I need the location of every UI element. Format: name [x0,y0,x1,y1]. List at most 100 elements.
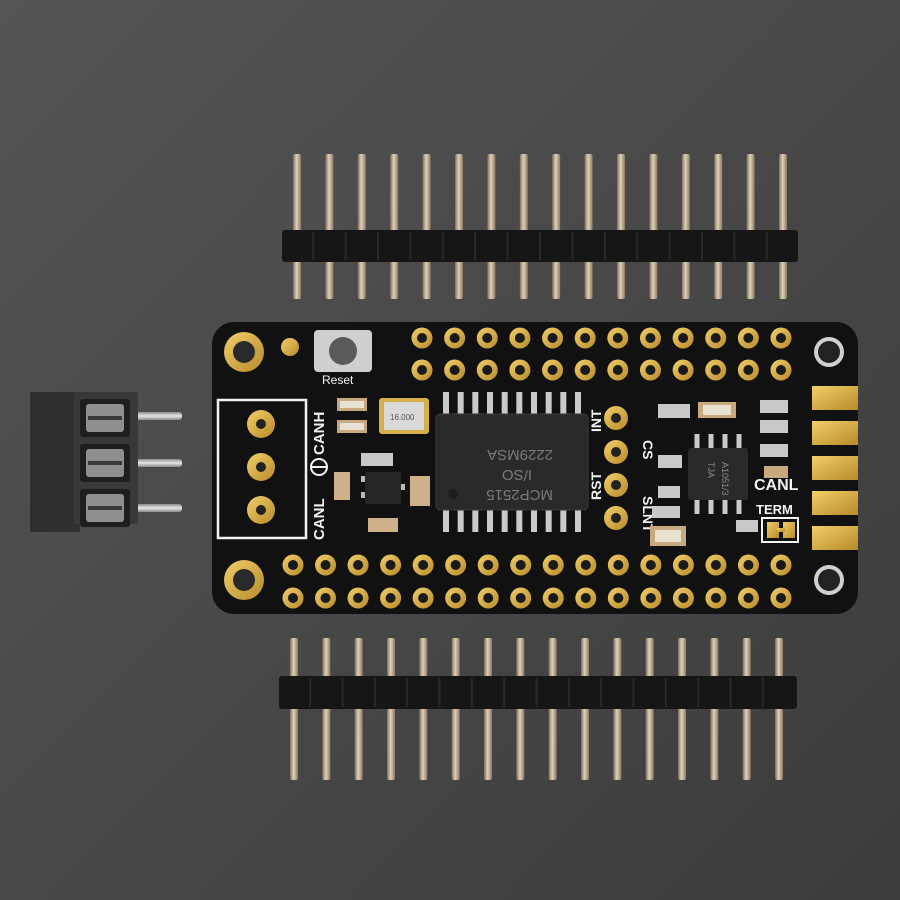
header-pin [779,154,787,299]
header-divider [668,232,671,260]
edge-pad [812,456,858,480]
header-pin [487,154,496,299]
pad-hole [547,365,558,375]
header-bottom [279,638,797,780]
header-divider [733,232,736,260]
terminal-shank-3 [124,504,182,512]
pad-hole [776,333,786,343]
header-divider [729,678,732,707]
mounting-hole-bottom-left [224,560,264,600]
header-top [282,154,798,299]
pad-hole [353,593,364,603]
mcp2515-line1: MCP2515 [486,486,553,503]
edge-connector-pads [812,386,858,550]
terminal-screw-1 [80,399,130,437]
small-regulator-chip [361,472,405,504]
pad-hole [288,560,298,570]
pad-hole [483,593,494,603]
pad-hole [743,365,754,375]
terminal-block [30,392,182,532]
pad-hole [613,560,624,570]
canl-right-label: CANL [754,477,799,494]
pad-hole [320,560,331,570]
header-divider [664,678,667,707]
passive-components-right [650,400,788,546]
header-pin [455,154,463,299]
header-pin [617,154,625,299]
pad-hole [353,560,364,570]
header-divider [309,678,312,707]
term-jumper-pad-right [783,522,795,538]
pad-hole [547,333,558,343]
pad-hole [612,333,623,343]
pad-hole [514,365,525,375]
chip-pin [694,498,700,514]
chip-pin [457,392,464,416]
pad-hole [645,593,656,603]
pad-hole [580,365,591,375]
pad-hole [483,560,494,570]
header-divider [312,232,315,260]
chip-pin [560,508,567,532]
header-bottom-plastic [279,676,797,709]
reset-button [314,330,372,372]
header-divider [409,232,412,260]
header-divider [701,232,703,260]
chip-pin [722,498,728,514]
passive-components-left [334,398,430,532]
edge-pad [812,386,858,410]
pad-hole [417,365,427,375]
fiducial [281,338,299,356]
header-divider [474,232,477,260]
header-divider [406,678,409,707]
pad-hole [449,365,460,375]
pad-hole [678,560,689,570]
header-top-dividers [312,232,768,260]
chip-pin [708,434,714,450]
chip-pin [443,392,449,416]
pad-hole [612,365,623,375]
header-pin [584,154,593,299]
header-pin [552,154,561,299]
chip-pin [736,434,742,450]
edge-pad [812,491,858,515]
pad-hole [482,365,493,375]
pcb-board: Reset CANH CANL 16.000 [212,322,858,614]
term-jumper-outline [761,517,799,543]
header-pin [390,154,399,299]
pad-hole [743,560,754,570]
ground-symbol-icon [310,458,328,476]
term-label: TERM [756,502,793,517]
signal-pads [604,406,628,530]
reset-label: Reset [322,373,354,387]
pad-hole [515,593,526,603]
pad-hole [548,560,559,570]
header-divider [539,232,541,260]
pad-hole [743,333,754,343]
pad-hole [385,593,396,603]
pad-hole [645,365,656,375]
pad-row-top [411,327,792,381]
header-pin [681,154,690,299]
pad-hole [580,333,591,343]
header-divider [697,678,700,707]
pad-hole [288,593,298,603]
terminal-shank-1 [124,412,182,420]
chip-pin [736,498,742,514]
header-divider [765,232,768,260]
chip-pin [443,508,449,532]
pad-hole [449,333,460,343]
mcp2515-pins [443,392,581,532]
chip-pin [472,508,479,532]
canh-label: CANH [311,412,328,455]
chip-pin [545,392,552,416]
header-divider [632,678,635,707]
pad-hole [776,365,786,375]
pad-hole [580,593,591,603]
chip-pin [516,392,523,416]
pad-hole [776,593,786,603]
pad-hole [710,560,721,570]
pad-hole [645,560,656,570]
terminal-footprint [216,398,308,540]
